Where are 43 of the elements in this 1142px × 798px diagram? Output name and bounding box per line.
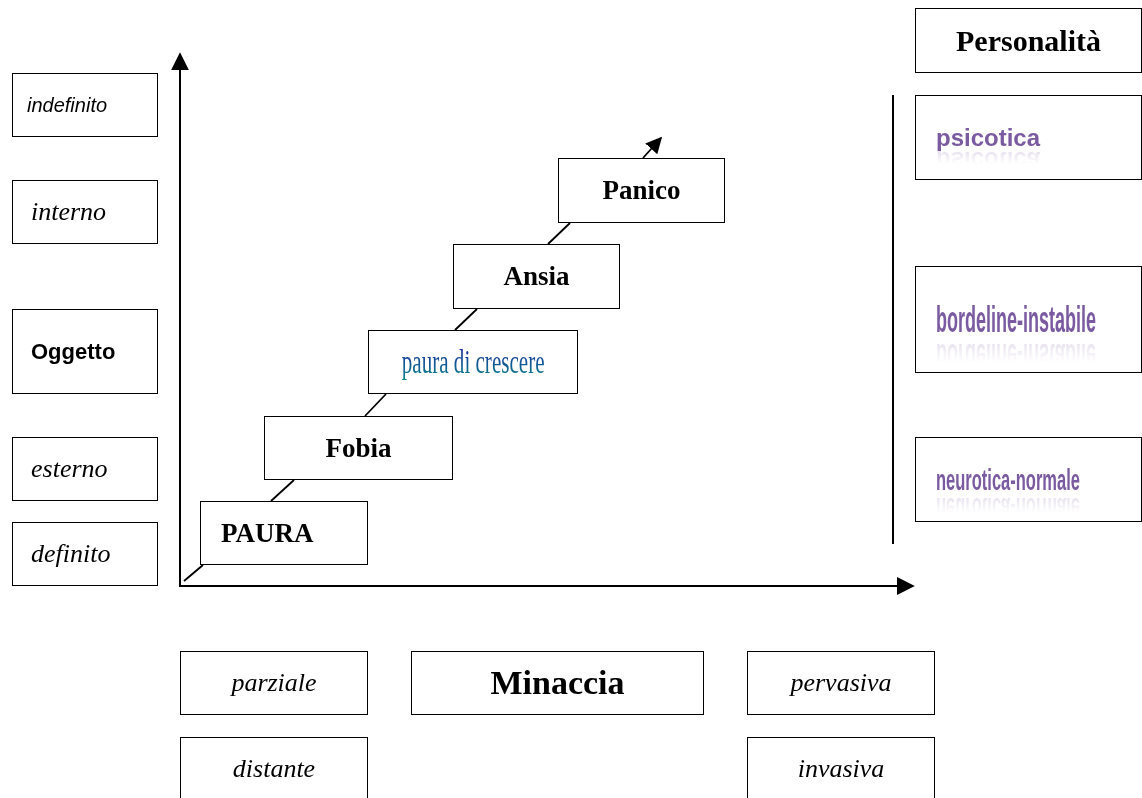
- axis-value-label: distante: [232, 754, 316, 784]
- axis-value-label: definito: [31, 539, 111, 569]
- axis-value-label: invasiva: [797, 754, 885, 784]
- label-box: [12, 437, 158, 501]
- label-box: [12, 309, 158, 394]
- label-box: [368, 330, 578, 394]
- category-label: neurotica-normale: [936, 462, 1080, 497]
- axis-value-label: interno: [31, 197, 107, 227]
- label-box: [453, 244, 620, 309]
- connector-line: [454, 308, 478, 331]
- label-box: [747, 737, 935, 798]
- label-box: [411, 651, 704, 715]
- label-box: [915, 8, 1142, 73]
- axis-value-label: Panico: [602, 175, 681, 206]
- connector-line: [364, 393, 387, 417]
- connector-line: [270, 479, 295, 502]
- connector-line: [547, 222, 571, 245]
- arrow: [642, 136, 663, 159]
- label-box: [12, 522, 158, 586]
- label-box: [915, 437, 1142, 522]
- label-box: [180, 651, 368, 715]
- heading-label: Minaccia: [490, 664, 625, 702]
- axis-value-label: Oggetto: [31, 338, 116, 365]
- label-box: [180, 737, 368, 798]
- label-box: [264, 416, 453, 480]
- label-box: [200, 501, 368, 565]
- label-box: [747, 651, 935, 715]
- axis-value-label: indefinito: [27, 93, 108, 117]
- label-box: [558, 158, 725, 223]
- axis-value-label: Ansia: [503, 261, 570, 292]
- axis-value-label: PAURA: [221, 517, 314, 549]
- axis-value-label: esterno: [31, 454, 108, 484]
- axis-value-label: pervasiva: [790, 668, 892, 698]
- axis-value-label: parziale: [231, 668, 317, 698]
- heading-label: Personalità: [956, 23, 1101, 58]
- category-label: psicotica: [936, 123, 1041, 152]
- category-label: bordeline-instabile: [936, 298, 1096, 341]
- label-box: [12, 73, 158, 137]
- label-box: [915, 95, 1142, 180]
- axis-value-label: Fobia: [325, 432, 392, 464]
- label-box: [12, 180, 158, 244]
- label-box: [915, 266, 1142, 373]
- connector-line: [183, 564, 204, 582]
